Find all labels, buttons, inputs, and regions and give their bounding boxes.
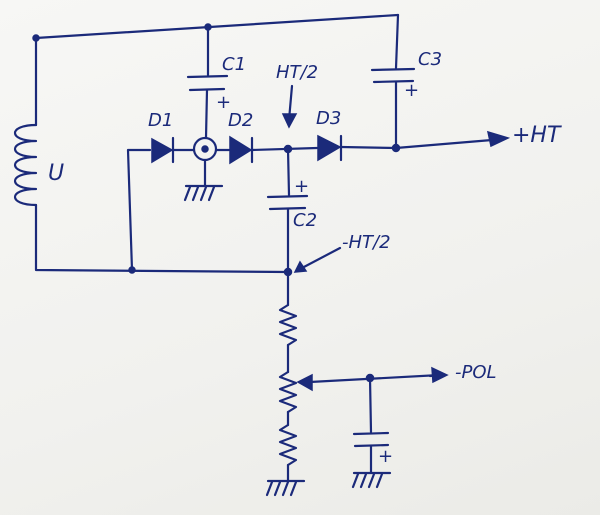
capacitor-c3-plate-bottom xyxy=(372,79,415,84)
label-d1: D1 xyxy=(148,110,173,131)
label-minus-ht-half: -HT/2 xyxy=(342,232,391,253)
inductor-u xyxy=(14,123,38,207)
diode-d2 xyxy=(229,135,254,165)
resistor-3 xyxy=(278,423,298,467)
capacitor-c2-plate-top xyxy=(266,194,309,199)
wire-c1-bottom xyxy=(204,88,209,140)
potentiometer xyxy=(278,370,298,414)
wire-d1-left xyxy=(126,148,152,272)
label-plus-c2: + xyxy=(294,176,309,197)
ground-symbol-1 xyxy=(183,184,224,202)
diode-d1 xyxy=(151,136,175,164)
label-u: U xyxy=(48,161,64,186)
arrow-minus-ht-half xyxy=(300,246,342,270)
arrow-pol xyxy=(431,366,449,384)
ground-symbol-3 xyxy=(351,471,392,489)
ground-symbol-2 xyxy=(265,479,306,497)
label-pol: -POL xyxy=(455,362,497,383)
label-plus-ht: +HT xyxy=(512,123,562,148)
wire-pol-cap-top xyxy=(368,376,373,434)
label-c3: C3 xyxy=(418,49,442,70)
wire-c3-top xyxy=(394,13,400,70)
label-plus-c1: + xyxy=(216,92,231,113)
capacitor-c1-plate-top xyxy=(186,74,229,79)
wire-top-bus xyxy=(34,13,400,40)
label-d3: D3 xyxy=(316,108,341,129)
arrow-plus-ht xyxy=(487,130,511,148)
wire-d3-to-out xyxy=(339,138,494,150)
diode-d3 xyxy=(317,134,343,162)
resistor-1 xyxy=(278,303,298,347)
wire-c2-top xyxy=(286,147,291,197)
wire-left-lower xyxy=(34,203,290,274)
label-plus-pol-cap: + xyxy=(378,446,393,467)
label-c2: C2 xyxy=(293,210,317,231)
capacitor-pol-plate-top xyxy=(352,431,390,436)
label-d2: D2 xyxy=(228,110,253,131)
label-plus-c3: + xyxy=(404,80,419,101)
label-c1: C1 xyxy=(222,54,246,75)
capacitor-c3-plate-top xyxy=(370,67,416,72)
label-ht-half-top: HT/2 xyxy=(276,62,318,83)
wire-wiper-to-pol xyxy=(308,373,442,384)
